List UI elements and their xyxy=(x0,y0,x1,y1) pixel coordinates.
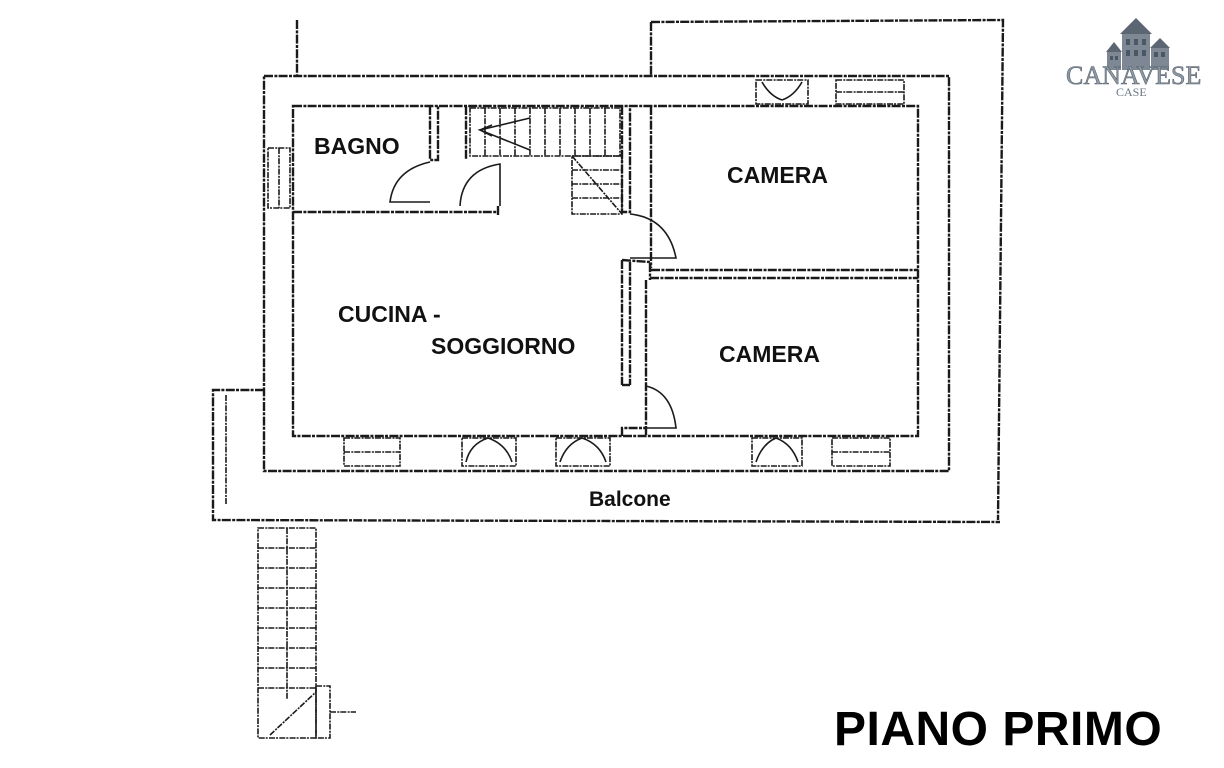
canavese-case-logo: CANAVESE CASE xyxy=(1066,18,1202,99)
balcony-outline xyxy=(211,388,1001,524)
interior-staircase xyxy=(469,107,623,215)
room-label-bagno: BAGNO xyxy=(314,133,400,159)
external-staircase xyxy=(257,527,356,739)
room-label-camera-top: CAMERA xyxy=(727,162,828,188)
logo-sub-text: CASE xyxy=(1116,85,1147,99)
north-windows xyxy=(755,79,905,105)
room-label-cucina-line2: SOGGIORNO xyxy=(431,333,575,359)
balcony-label: Balcone xyxy=(589,488,671,511)
logo-brand-text: CANAVESE xyxy=(1066,61,1201,90)
interior-walls xyxy=(293,106,918,436)
floor-title: PIANO PRIMO xyxy=(834,703,1162,756)
west-window xyxy=(267,147,291,209)
room-label-cucina-line1: CUCINA - xyxy=(338,301,441,327)
door-swings xyxy=(389,161,677,429)
north-boundary-walls xyxy=(295,18,1005,521)
logo-houses-icon xyxy=(1106,18,1170,70)
south-windows xyxy=(343,437,891,467)
room-label-camera-bottom: CAMERA xyxy=(719,341,820,367)
